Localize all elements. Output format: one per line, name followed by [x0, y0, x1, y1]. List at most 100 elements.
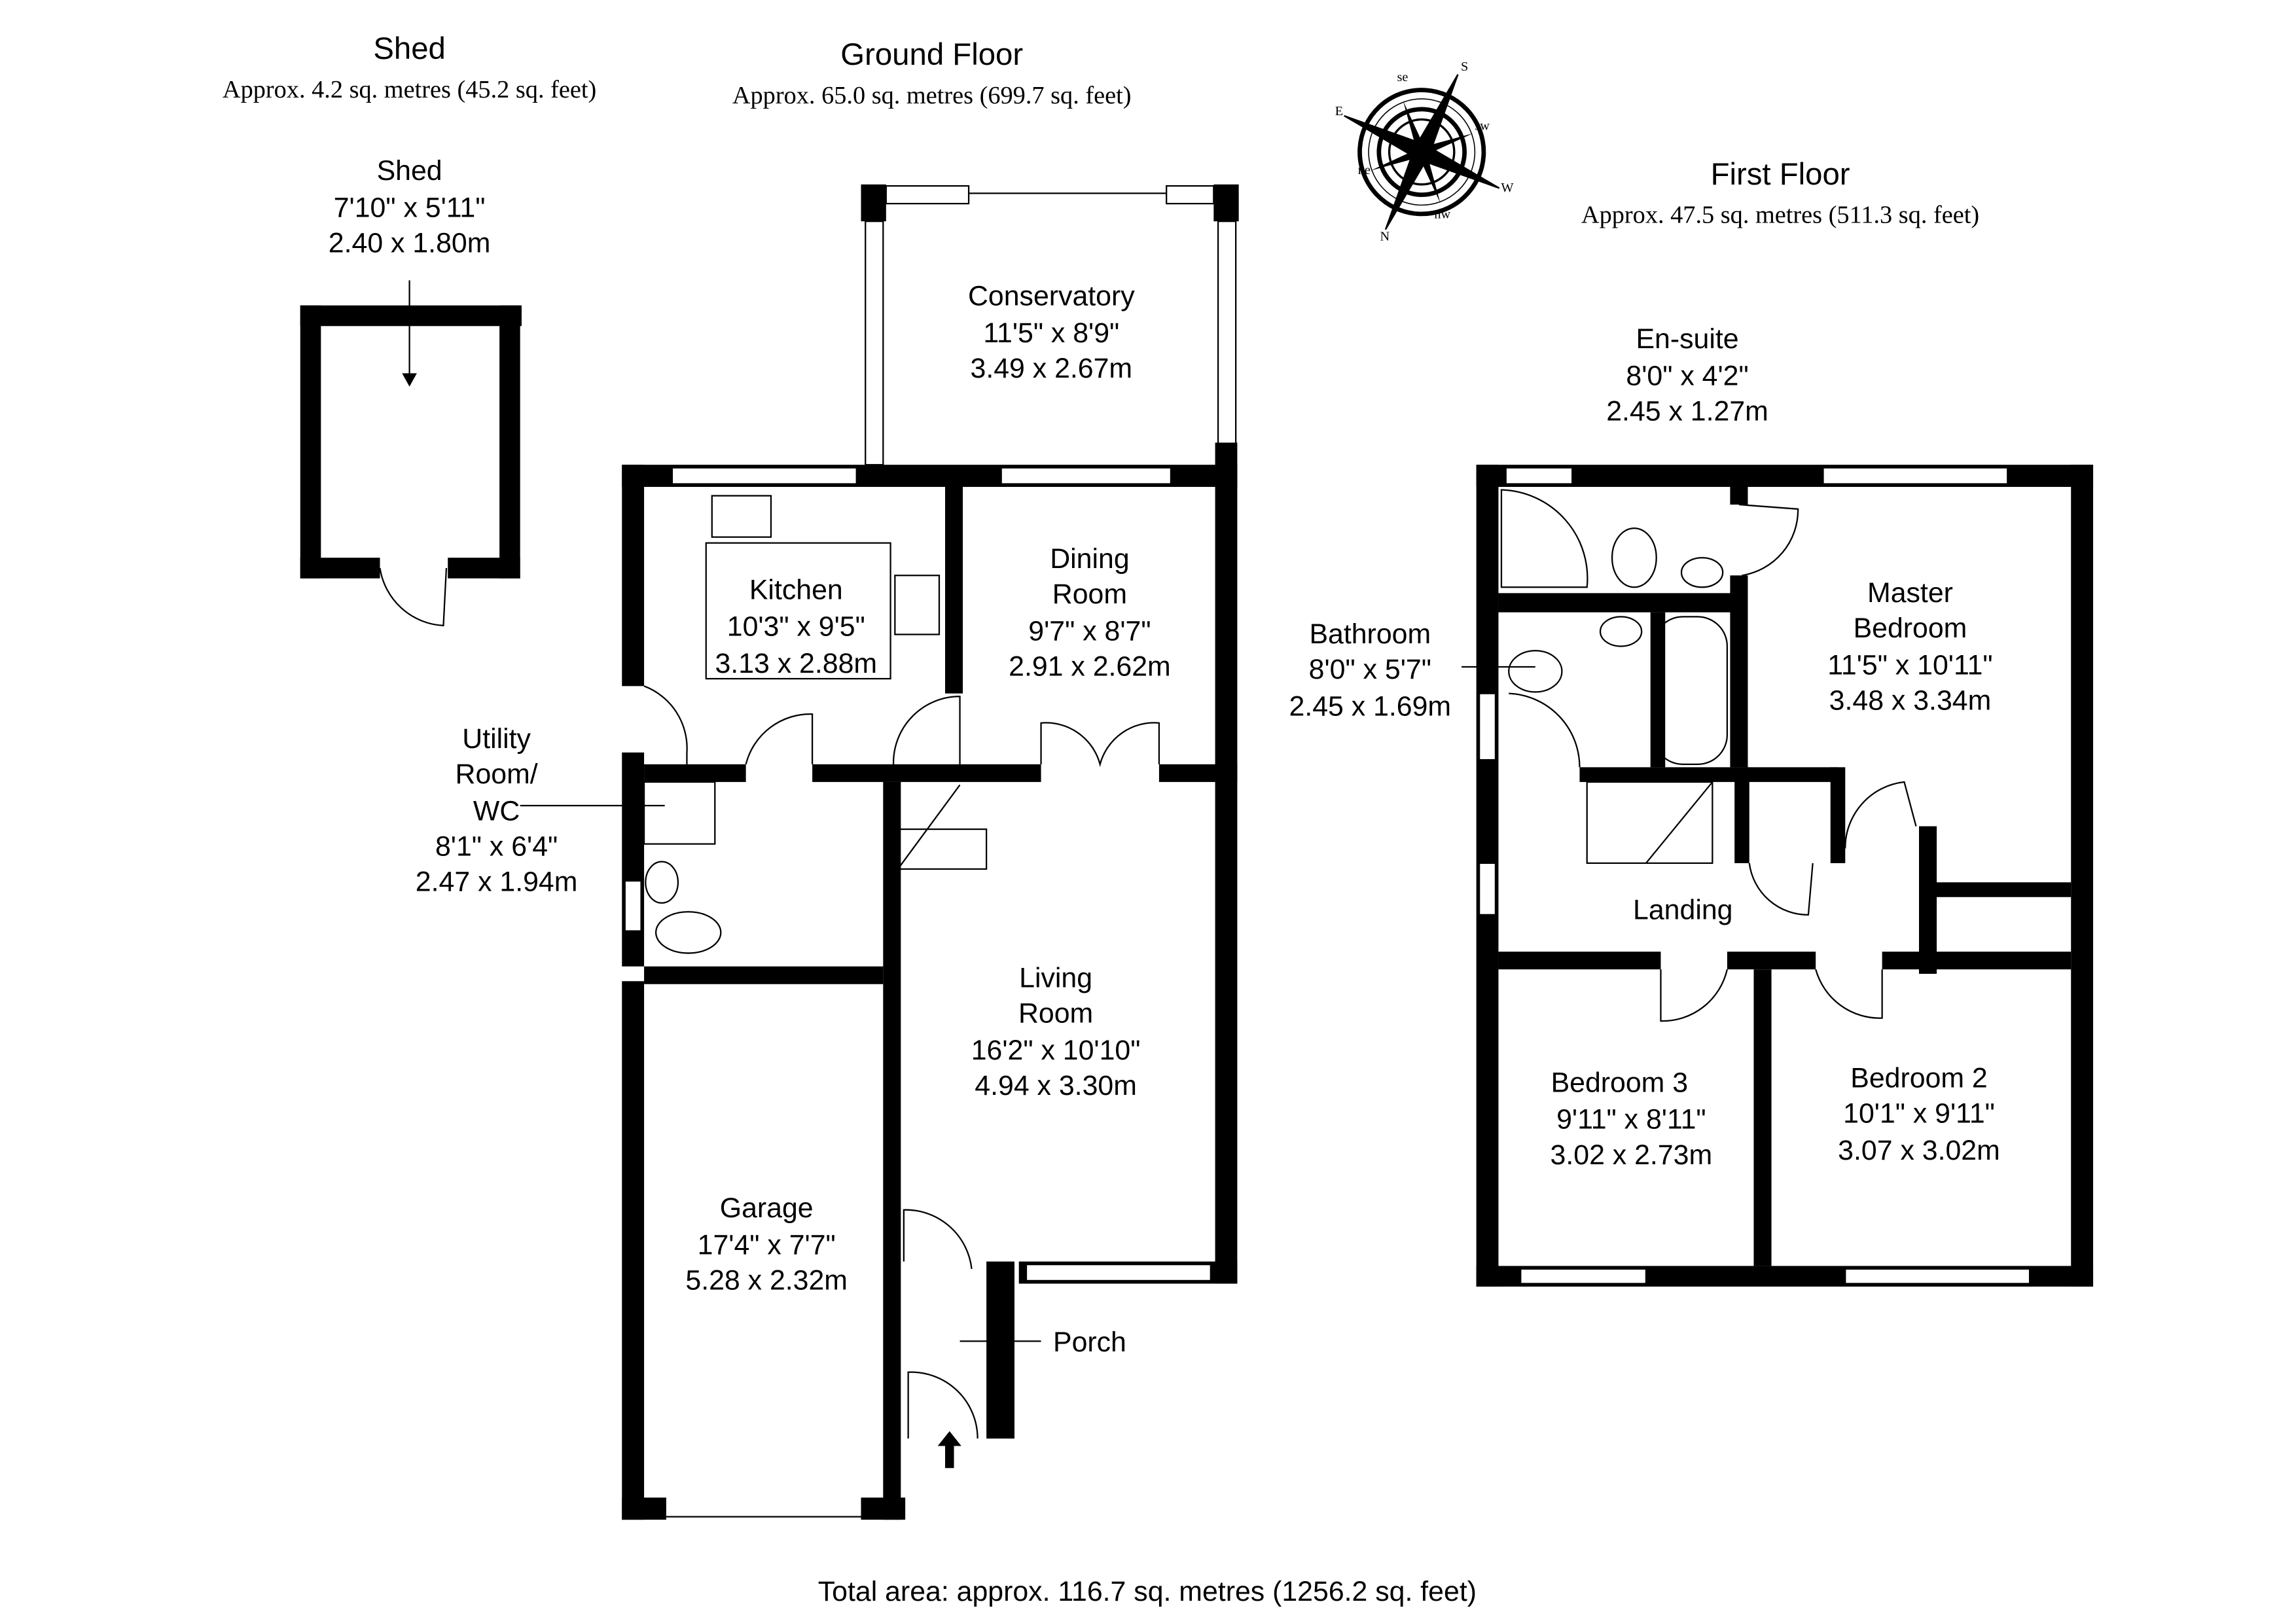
living-metric: 4.94 x 3.30m [975, 1070, 1137, 1101]
wall [300, 305, 321, 579]
living-name: Living [1019, 962, 1092, 993]
utility-external-door[interactable] [643, 685, 688, 764]
ensuite-imperial: 8'0" x 4'2" [1626, 360, 1748, 391]
kitchen-counter [705, 542, 891, 680]
front-door[interactable] [907, 1371, 978, 1439]
wall [622, 752, 645, 967]
wall [812, 764, 1041, 782]
compass-ne: ne [1358, 163, 1371, 177]
sink-icon [711, 495, 772, 538]
wall [861, 1497, 906, 1520]
first-floor-area: Approx. 47.5 sq. metres (511.3 sq. feet) [1581, 201, 1979, 228]
shower-icon [1500, 489, 1588, 588]
wall [644, 966, 884, 984]
wall [1498, 952, 1661, 970]
compass-sw: sw [1475, 118, 1490, 133]
kitchen-window [671, 467, 857, 485]
cupboard-door[interactable] [1748, 863, 1814, 916]
wall [300, 305, 522, 327]
bathroom-door[interactable] [1509, 692, 1581, 768]
compass-n: N [1380, 229, 1390, 243]
shed-metric: 2.40 x 1.80m [329, 228, 491, 259]
wall [499, 305, 520, 579]
bedroom2-metric: 3.07 x 3.02m [1838, 1135, 2000, 1166]
ensuite-door[interactable] [1738, 503, 1799, 577]
dining-door[interactable] [892, 696, 961, 764]
garage-imperial: 17'4" x 7'7" [698, 1229, 836, 1260]
dimension-arrow-icon [402, 373, 417, 387]
living-name-2: Room [1018, 997, 1093, 1029]
garage-metric: 5.28 x 2.32m [685, 1264, 848, 1296]
wall [1882, 952, 2072, 970]
garage-name: Garage [720, 1192, 814, 1224]
wall [1727, 952, 1816, 970]
bedroom2-door[interactable] [1815, 969, 1883, 1019]
utility-name-2: Room/ [456, 758, 538, 790]
basin-icon [1599, 616, 1643, 647]
wall [1579, 767, 1838, 782]
basin-icon [1680, 557, 1724, 588]
master-door[interactable] [1844, 781, 1917, 849]
toilet-icon [1508, 650, 1563, 693]
wall [861, 184, 886, 222]
living-window [1025, 1264, 1211, 1282]
bedroom2-imperial: 10'1" x 9'11" [1843, 1098, 1995, 1130]
wall [1158, 764, 1238, 782]
wall [622, 981, 645, 1520]
utility-name: Utility [462, 723, 531, 755]
wall [1933, 882, 2072, 897]
living-double-door[interactable] [1040, 722, 1160, 768]
stairs [1645, 781, 1713, 864]
wall [448, 558, 520, 579]
first-floor-plan [1462, 465, 2094, 1287]
kitchen-imperial: 10'3" x 9'5" [727, 611, 865, 643]
wall [1919, 826, 1937, 974]
utility-counter [643, 781, 716, 845]
dining-metric: 2.91 x 2.62m [1009, 651, 1171, 683]
wall [945, 487, 963, 694]
porch-inner-door[interactable] [903, 1209, 973, 1270]
conservatory-metric: 3.49 x 2.67m [971, 353, 1133, 384]
wall [1830, 767, 1846, 863]
window [1479, 692, 1497, 761]
ground-floor-title: Ground Floor [840, 37, 1023, 72]
window [1822, 467, 2009, 485]
kitchen-metric: 3.13 x 2.88m [715, 648, 877, 679]
shed-header-area: Approx. 4.2 sq. metres (45.2 sq. feet) [223, 76, 596, 103]
compass-nw: nw [1434, 207, 1450, 222]
bedroom3-door[interactable] [1660, 969, 1729, 1022]
compass-rose-icon [1344, 74, 1500, 230]
toilet-icon [1611, 527, 1657, 588]
shed-plan [300, 280, 522, 627]
kitchen-door[interactable] [745, 713, 814, 765]
wall [1215, 442, 1238, 1284]
patio-door[interactable] [1000, 467, 1172, 485]
utility-imperial: 8'1" x 6'4" [435, 831, 558, 863]
entrance-arrow-icon [937, 1431, 961, 1469]
stairs [897, 784, 961, 870]
compass-e: E [1335, 104, 1343, 118]
wall [644, 764, 746, 782]
utility-metric: 2.47 x 1.94m [416, 866, 578, 898]
living-imperial: 16'2" x 10'10" [971, 1035, 1141, 1066]
master-imperial: 11'5" x 10'11" [1827, 649, 1992, 681]
shed-imperial: 7'10" x 5'11" [334, 192, 486, 223]
shed-door[interactable] [379, 567, 448, 627]
dining-imperial: 9'7" x 8'7" [1028, 615, 1151, 647]
wall [1734, 767, 1749, 863]
window [1505, 467, 1573, 485]
stairs [1586, 781, 1713, 865]
window [1479, 862, 1497, 916]
toilet-icon [655, 911, 722, 954]
ground-floor-plan [520, 184, 1239, 1520]
master-metric: 3.48 x 3.34m [1829, 685, 1992, 716]
total-area: Total area: approx. 116.7 sq. metres (12… [818, 1576, 1477, 1607]
wall [300, 558, 380, 579]
bedroom2-name: Bedroom 2 [1850, 1063, 1988, 1094]
window [1844, 1268, 2031, 1285]
bathroom-imperial: 8'0" x 5'7" [1309, 654, 1431, 685]
landing-name: Landing [1633, 895, 1732, 926]
dining-name-2: Room [1052, 579, 1127, 610]
wall [1730, 487, 1748, 505]
